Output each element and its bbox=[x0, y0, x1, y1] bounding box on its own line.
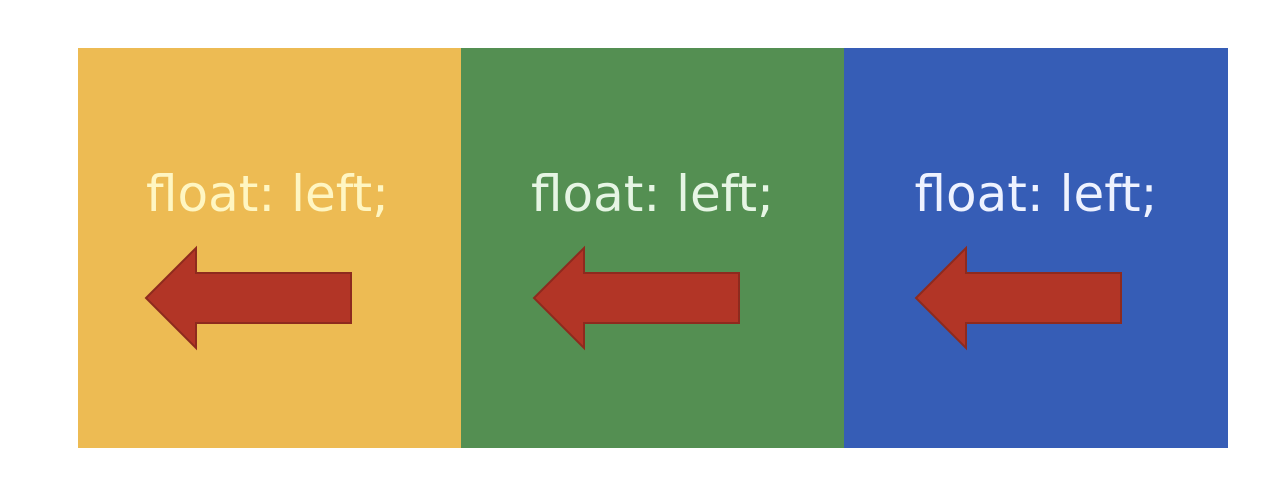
float-box-3-label: float: left; bbox=[914, 165, 1158, 223]
left-arrow-icon bbox=[532, 245, 740, 351]
float-box-1: float: left; bbox=[78, 48, 461, 448]
left-arrow-icon bbox=[914, 245, 1122, 351]
float-box-2-label: float: left; bbox=[531, 165, 774, 223]
float-box-2: float: left; bbox=[461, 48, 844, 448]
float-box-3: float: left; bbox=[844, 48, 1228, 448]
left-arrow-icon bbox=[144, 245, 352, 351]
float-diagram: float: left; float: left; float: left; bbox=[78, 48, 1228, 448]
float-box-1-label: float: left; bbox=[146, 165, 389, 223]
